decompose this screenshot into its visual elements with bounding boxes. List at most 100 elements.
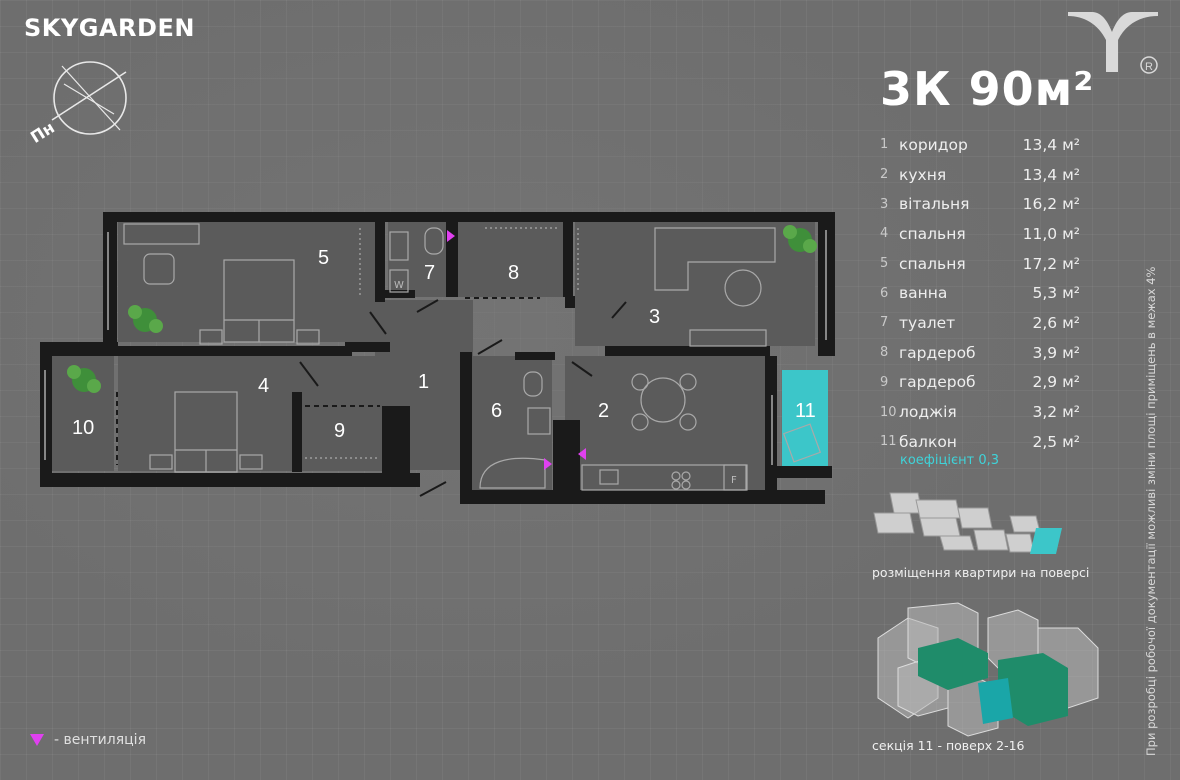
bath-toilet [523,371,543,397]
room-number: 5 [880,256,889,272]
room-3-floor [575,222,815,346]
wall [103,212,835,222]
apartment-highlight [978,678,1013,724]
room-area: 5,3 м² [1032,284,1080,303]
room-area: 2,6 м² [1032,313,1080,332]
floor-plan: W F 1 2 3 4 5 6 7 8 9 10 11 [40,212,835,504]
dining-chair [631,413,649,431]
room-area: 13,4 м² [1022,165,1080,184]
room-name: кухня [899,165,947,184]
wall [40,342,118,356]
sofa [654,227,776,291]
chair [143,253,175,285]
wall [765,356,777,502]
vent-legend-icon [30,734,44,746]
room-number: 9 [880,374,889,390]
room-label-7: 7 [424,262,435,284]
room-number: 7 [880,315,889,331]
wall [565,296,575,308]
washbasin [389,231,409,261]
room-number: 11 [880,434,897,450]
washer-label: W [394,280,404,291]
door [571,361,593,377]
room-row: 1 коридор 13,4 м² [880,130,1080,160]
floor-placement-map [873,492,1062,554]
room-label-6: 6 [491,400,502,422]
legend: - вентиляція [30,732,146,748]
developer-logo-icon: R [1068,12,1158,74]
room-name: спальня [899,224,966,243]
stove-burner [681,471,691,481]
section-highlight [918,638,988,690]
stove-burner [681,480,691,490]
stove-burner [671,480,681,490]
room-label-3: 3 [649,306,660,328]
wall [40,473,420,487]
room-8-floor [458,222,563,297]
washer [389,269,409,293]
room-row: 5 спальня 17,2 м² [880,249,1080,279]
vent-marker-icon [544,458,552,470]
room-label-8: 8 [508,262,519,284]
room-area: 13,4 м² [1022,135,1080,154]
nightstand [239,454,263,470]
vent-marker-icon [578,448,586,460]
wall [40,342,52,487]
room-label-9: 9 [334,420,345,442]
room-number: 10 [880,404,897,420]
wall [563,222,573,297]
room-name: лоджія [899,403,957,422]
nightstand [149,454,173,470]
wall [385,290,415,298]
bath-sink [527,407,551,435]
room-name: гардероб [899,343,976,362]
wall [460,352,472,492]
section-highlight [998,653,1068,726]
room-name: гардероб [899,373,976,392]
wall [112,346,352,356]
room-row: 9 гардероб 2,9 м² [880,368,1080,398]
plant-icon [67,365,101,393]
wall [553,420,580,504]
coefficient-note: коефіцієнт 0,3 [900,453,1000,468]
room-label-2: 2 [598,400,609,422]
section-caption: секція 11 - поверх 2-16 [872,738,1025,753]
room-label-5: 5 [318,247,329,269]
wall [103,212,117,342]
door [299,361,319,387]
room-label-4: 4 [258,375,269,397]
room-label-11: 11 [795,400,816,422]
door [369,311,387,335]
room-name: коридор [899,135,968,154]
room-name: спальня [899,254,966,273]
room-number: 8 [880,345,889,361]
door [611,301,627,319]
dining-chair [679,413,697,431]
room-name: балкон [899,432,957,451]
wall [770,466,832,478]
room-number: 1 [880,137,889,153]
room-name: туалет [899,313,956,332]
wall [460,490,825,504]
room-area: 2,9 м² [1032,373,1080,392]
room-label-10: 10 [72,417,94,439]
wall [605,346,770,356]
room-row: 7 туалет 2,6 м² [880,308,1080,338]
room-name: ванна [899,284,948,303]
room-6-floor [472,356,552,491]
door [419,481,447,497]
desk [123,223,200,245]
room-name: вітальня [899,195,970,214]
dining-table [640,377,686,423]
wall [515,352,555,360]
room-9-floor [302,406,382,471]
room-area: 17,2 м² [1022,254,1080,273]
disclaimer: При розробці робочої документації можлив… [1144,266,1158,756]
balcony-chair [782,423,822,463]
toilet [424,227,444,255]
